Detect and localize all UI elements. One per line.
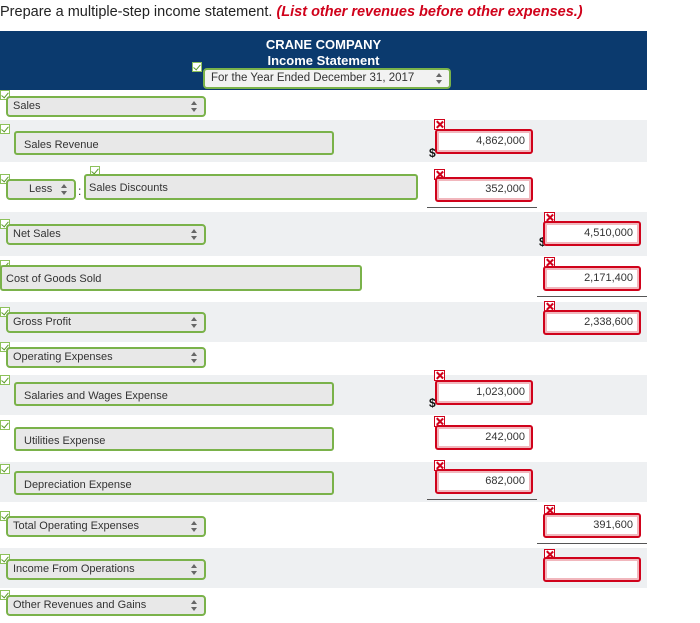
dollar-sign: $ [429, 396, 436, 410]
gross-profit-select[interactable]: Gross Profit [6, 312, 206, 333]
select-arrows-icon [191, 317, 197, 328]
underline [427, 207, 537, 208]
dollar-sign: $ [429, 146, 436, 160]
statement-title: Income Statement [267, 53, 380, 68]
colon-separator: : [78, 184, 82, 198]
period-select[interactable]: For the Year Ended December 31, 2017 [203, 68, 451, 89]
instructions: Prepare a multiple-step income statement… [0, 4, 583, 20]
salaries-amount[interactable]: 1,023,000 [435, 380, 533, 405]
correct-check-icon [0, 375, 10, 385]
income-ops-amount[interactable] [543, 557, 641, 582]
select-arrows-icon [191, 101, 197, 112]
utilities-amount[interactable]: 242,000 [435, 425, 533, 450]
select-arrows-icon [191, 564, 197, 575]
underline [537, 296, 647, 297]
gross-profit-select-value: Gross Profit [13, 316, 72, 328]
less-select[interactable]: Less [6, 179, 76, 200]
other-revenues-select[interactable]: Other Revenues and Gains [6, 595, 206, 616]
cogs-field[interactable]: Cost of Goods Sold [0, 265, 362, 291]
select-arrows-icon [61, 184, 67, 195]
depreciation-amount[interactable]: 682,000 [435, 469, 533, 494]
net-sales-select[interactable]: Net Sales [6, 224, 206, 245]
total-opex-amount[interactable]: 391,600 [543, 513, 641, 538]
utilities-field[interactable]: Utilities Expense [14, 427, 334, 451]
statement-header: CRANE COMPANY Income Statement For the Y… [0, 31, 647, 90]
cogs-amount[interactable]: 2,171,400 [543, 266, 641, 291]
correct-check-icon [0, 124, 10, 134]
instructions-text: Prepare a multiple-step income statement… [0, 4, 273, 20]
salaries-field[interactable]: Salaries and Wages Expense [14, 382, 334, 406]
sales-discounts-amount[interactable]: 352,000 [435, 177, 533, 202]
gross-profit-amount[interactable]: 2,338,600 [543, 310, 641, 335]
select-arrows-icon [191, 521, 197, 532]
sales-select[interactable]: Sales [6, 96, 206, 117]
net-sales-select-value: Net Sales [13, 228, 61, 240]
other-revenues-select-value: Other Revenues and Gains [13, 599, 147, 611]
depreciation-field[interactable]: Depreciation Expense [14, 471, 334, 495]
income-ops-select-value: Income From Operations [13, 563, 135, 575]
select-arrows-icon [436, 73, 442, 84]
select-arrows-icon [191, 352, 197, 363]
income-ops-select[interactable]: Income From Operations [6, 559, 206, 580]
dollar-sign: $ [539, 235, 546, 249]
sales-revenue-field[interactable]: Sales Revenue [14, 131, 334, 155]
sales-select-value: Sales [13, 100, 41, 112]
select-arrows-icon [191, 229, 197, 240]
underline [427, 499, 537, 500]
total-opex-select[interactable]: Total Operating Expenses [6, 516, 206, 537]
underline [537, 543, 647, 544]
instructions-emphasis: (List other revenues before other expens… [276, 4, 583, 20]
correct-check-icon [0, 464, 10, 474]
correct-check-icon [192, 62, 202, 72]
sales-revenue-amount[interactable]: 4,862,000 [435, 129, 533, 154]
operating-expenses-select[interactable]: Operating Expenses [6, 347, 206, 368]
company-name: CRANE COMPANY [265, 37, 382, 52]
total-opex-select-value: Total Operating Expenses [13, 520, 139, 532]
less-select-value: Less [29, 183, 53, 195]
operating-expenses-select-value: Operating Expenses [13, 351, 113, 363]
sales-discounts-field[interactable]: Sales Discounts [84, 174, 418, 200]
correct-check-icon [0, 420, 10, 430]
period-select-value: For the Year Ended December 31, 2017 [211, 72, 415, 84]
correct-check-icon [0, 90, 10, 100]
select-arrows-icon [191, 600, 197, 611]
net-sales-amount[interactable]: 4,510,000 [543, 221, 641, 246]
